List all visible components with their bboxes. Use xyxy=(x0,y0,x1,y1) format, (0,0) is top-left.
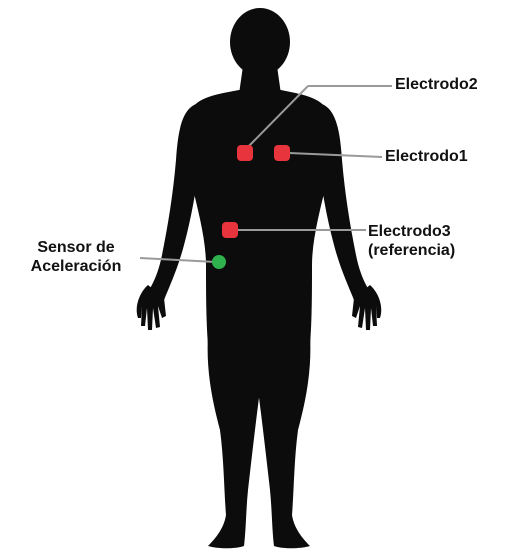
torso xyxy=(186,90,331,345)
electrode2-label: Electrodo2 xyxy=(395,75,478,94)
right-arm xyxy=(315,104,370,300)
head xyxy=(230,8,290,76)
left-leg xyxy=(208,335,260,548)
electrode1-label: Electrodo1 xyxy=(385,147,468,166)
human-silhouette xyxy=(137,8,382,548)
electrode2-marker xyxy=(237,145,253,161)
electrode3-label-line1: Electrodo3 xyxy=(368,222,455,241)
electrode2-label-text: Electrodo2 xyxy=(395,75,478,94)
acceleration-sensor-label: Sensor de Aceleración xyxy=(12,238,140,276)
electrode3-label-line2: (referencia) xyxy=(368,241,455,260)
sensor-label-line1: Sensor de xyxy=(12,238,140,257)
sensor-label-line2: Aceleración xyxy=(12,257,140,276)
left-arm xyxy=(148,104,203,300)
right-leg xyxy=(258,335,310,548)
electrode3-label: Electrodo3 (referencia) xyxy=(368,222,455,260)
electrode1-label-text: Electrodo1 xyxy=(385,147,468,166)
acceleration-sensor-marker xyxy=(212,255,226,269)
electrode1-marker xyxy=(274,145,290,161)
neck xyxy=(239,66,281,94)
electrode3-marker xyxy=(222,222,238,238)
